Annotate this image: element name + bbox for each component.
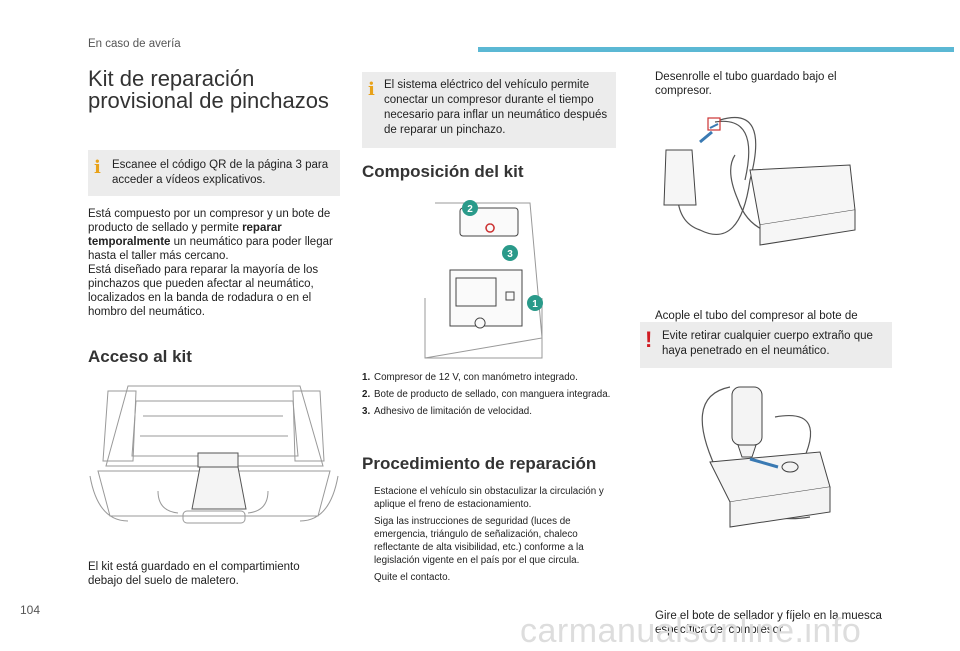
kit-illustration: 2 3 1	[424, 200, 543, 359]
procedure-list: Estacione el vehículo sin obstaculizar l…	[362, 485, 616, 588]
access-caption: El kit está guardado en el compartimient…	[88, 561, 300, 587]
callout-2: 2	[467, 204, 473, 215]
list-item: 2.Bote de producto de sellado, con mangu…	[362, 389, 611, 400]
composition-list: 1.Compresor de 12 V, con manómetro integ…	[362, 371, 614, 422]
intro-p1-after: un neumático para poder llegar hasta el …	[88, 236, 333, 262]
callout-3: 3	[507, 249, 513, 260]
right-step-3: Gire el bote de sellador y fíjelo en la …	[655, 610, 882, 636]
page-title: Kit de reparación provisional de pinchaz…	[88, 66, 329, 113]
callout-1: 1	[532, 299, 538, 310]
right-step-1: Desenrolle el tubo guardado bajo el comp…	[655, 71, 837, 97]
hose-unroll-illustration	[663, 116, 856, 246]
intro-p2: Está diseñado para reparar la mayoría de…	[88, 264, 319, 318]
intro-p1-before: Está compuesto por un compresor y un bot…	[88, 208, 331, 234]
info-qr-text: Escanee el código QR de la página 3 para…	[112, 159, 329, 186]
list-item: 3.Adhesivo de limitación de velocidad.	[362, 406, 532, 417]
list-item: Estacione el vehículo sin obstaculizar l…	[374, 486, 604, 510]
list-item: Siga las instrucciones de seguridad (luc…	[374, 516, 584, 566]
warning-text: Evite retirar cualquier cuerpo extraño q…	[662, 330, 873, 357]
canister-illustration	[701, 386, 831, 528]
page-number: 104	[20, 603, 41, 617]
intro-p1-bold: reparar temporalmente	[88, 222, 282, 248]
info-box-qr: i Escanee el código QR de la página 3 pa…	[88, 150, 340, 196]
info-icon: i	[368, 79, 375, 100]
list-item: Quite el contacto.	[374, 572, 451, 583]
access-heading: Acceso al kit	[88, 347, 192, 366]
info-electrical-text: El sistema eléctrico del vehículo permit…	[384, 79, 608, 136]
warning-icon: !	[645, 327, 653, 352]
info-icon: i	[94, 157, 101, 178]
watermark: carmanualsonline.info	[520, 612, 862, 650]
info-box-electrical: i El sistema eléctrico del vehículo perm…	[362, 72, 616, 148]
trunk-illustration	[89, 385, 339, 524]
list-item: 1.Compresor de 12 V, con manómetro integ…	[362, 372, 578, 383]
intro-text: Está compuesto por un compresor y un bot…	[88, 207, 338, 319]
section-header: En caso de avería	[88, 38, 181, 50]
header-accent-bar	[478, 47, 954, 52]
warning-box: ! Evite retirar cualquier cuerpo extraño…	[640, 322, 892, 368]
procedure-heading: Procedimiento de reparación	[362, 454, 597, 473]
composition-heading: Composición del kit	[362, 162, 524, 181]
